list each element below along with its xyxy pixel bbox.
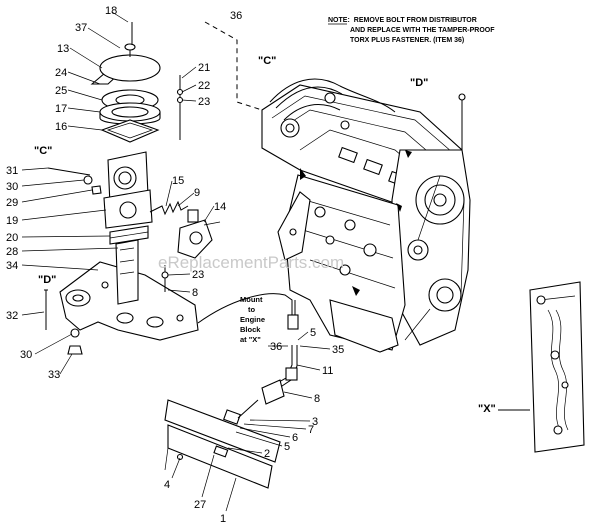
callout-24: 24 <box>55 67 67 79</box>
callout-22: 22 <box>198 80 210 92</box>
mount-note-line-3: Engine <box>240 315 265 324</box>
engine-block <box>261 78 471 353</box>
note-line-1: REMOVE BOLT FROM DISTRIBUTOR <box>354 17 477 24</box>
callout-23-lower: 23 <box>192 269 204 281</box>
mount-note-line-5: at "X" <box>240 335 261 344</box>
nut-30-lower <box>70 328 80 338</box>
note-line-2: AND REPLACE WITH THE TAMPER-PROOF <box>350 27 495 34</box>
spring-part-15 <box>149 200 189 216</box>
callout-33: 33 <box>48 369 60 381</box>
fitting-8-lower <box>261 379 285 405</box>
view-label-d-top: "D" <box>410 77 428 89</box>
callout-4: 4 <box>164 479 170 491</box>
callout-35: 35 <box>332 344 344 356</box>
callout-14: 14 <box>214 201 226 213</box>
callout-28: 28 <box>6 246 18 258</box>
callout-6: 6 <box>292 432 298 444</box>
callout-30-upper: 30 <box>6 181 18 193</box>
bolt-31 <box>47 167 91 176</box>
nut-33 <box>67 345 83 355</box>
callout-1: 1 <box>220 513 226 525</box>
callout-3: 3 <box>312 416 318 428</box>
callout-13: 13 <box>57 43 69 55</box>
leader-lines <box>21 11 331 512</box>
callout-18: 18 <box>105 5 117 17</box>
callout-19: 19 <box>6 215 18 227</box>
leader-36-to-engine <box>204 21 263 111</box>
callout-27: 27 <box>194 499 206 511</box>
callout-8-upper: 8 <box>192 287 198 299</box>
callout-5-upper: 5 <box>310 327 316 339</box>
regulator-part-14 <box>177 209 221 259</box>
view-label-d-left: "D" <box>38 274 56 286</box>
nut-29 <box>91 185 102 195</box>
svg-text:NOTE:REMOVE BOLT FROM DISTRIBU: NOTE: REMOVE BOLT FROM DISTRIBUTOR <box>328 17 477 24</box>
callout-29: 29 <box>6 197 18 209</box>
view-label-x-detail: "X" <box>478 403 496 415</box>
air-cleaner-assembly <box>90 43 161 143</box>
callout-7: 7 <box>308 424 314 436</box>
callout-36-top: 36 <box>230 10 242 22</box>
callout-11: 11 <box>322 365 333 377</box>
callout-20: 20 <box>6 232 18 244</box>
base-rail <box>164 379 285 489</box>
callout-17: 17 <box>55 103 67 115</box>
callout-34: 34 <box>6 260 18 272</box>
callout-30-lower: 30 <box>20 349 32 361</box>
throttle-body <box>103 151 153 245</box>
callout-25: 25 <box>55 85 67 97</box>
intake-manifold <box>59 239 199 341</box>
watermark-text: eReplacementParts.com <box>158 253 344 272</box>
mount-note-line-4: Block <box>240 325 261 334</box>
note-prefix: NOTE: <box>328 17 350 24</box>
washer-30-upper <box>83 175 93 185</box>
mount-note-line-2: to <box>248 305 255 314</box>
callout-36-lower: 36 <box>270 341 282 353</box>
callout-9: 9 <box>194 187 200 199</box>
hose-clamp-upper <box>287 314 299 330</box>
detail-x-panel <box>498 281 585 453</box>
callout-37: 37 <box>75 22 87 34</box>
view-label-c-left: "C" <box>34 145 52 157</box>
hose-clamp-lower <box>285 367 298 381</box>
mount-note: Mount to Engine Block at "X" <box>240 295 265 344</box>
callout-21: 21 <box>198 62 210 74</box>
callout-8-lower: 8 <box>314 393 320 405</box>
callout-16: 16 <box>55 121 67 133</box>
note-line-3: TORX PLUS FASTENER. (ITEM 36) <box>350 37 464 44</box>
callout-5-lower: 5 <box>284 441 290 453</box>
callout-31: 31 <box>6 165 18 177</box>
callout-2: 2 <box>264 448 270 460</box>
callout-15: 15 <box>172 175 184 187</box>
mount-note-line-1: Mount <box>240 295 263 304</box>
callouts: 18 36 37 13 24 25 17 16 21 22 23 31 30 2… <box>6 5 344 525</box>
view-label-c-top: "C" <box>258 55 276 67</box>
hose-upper <box>197 293 293 325</box>
note-block: NOTE: REMOVE BOLT FROM DISTRIBUTOR AND RE… <box>328 17 495 44</box>
callout-23-upper: 23 <box>198 96 210 108</box>
callout-32: 32 <box>6 310 18 322</box>
